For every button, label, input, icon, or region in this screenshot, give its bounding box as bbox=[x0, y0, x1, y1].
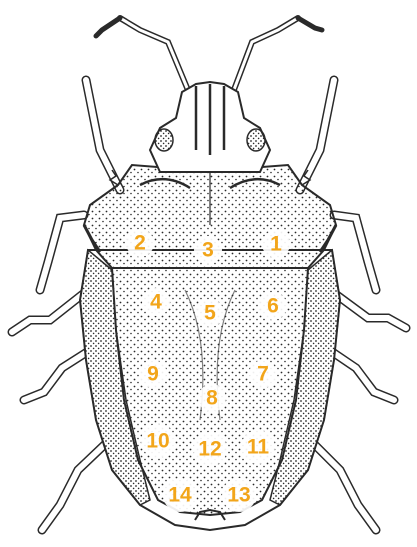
region-marker-label: 2 bbox=[134, 232, 146, 255]
region-marker-8: 8 bbox=[198, 384, 226, 412]
region-marker-7: 7 bbox=[249, 360, 277, 388]
region-marker-2: 2 bbox=[126, 229, 154, 257]
region-marker-label: 7 bbox=[257, 363, 269, 386]
region-marker-label: 4 bbox=[150, 291, 162, 314]
left-antenna bbox=[120, 18, 190, 95]
region-marker-5: 5 bbox=[196, 299, 224, 327]
right-eye bbox=[247, 129, 265, 151]
right-antenna bbox=[232, 18, 298, 95]
region-marker-1: 1 bbox=[262, 230, 290, 258]
region-marker-label: 12 bbox=[198, 438, 221, 461]
region-marker-11: 11 bbox=[241, 430, 275, 464]
region-marker-label: 3 bbox=[202, 239, 214, 262]
region-marker-label: 1 bbox=[270, 233, 282, 256]
left-midleg-inner bbox=[12, 290, 88, 332]
region-marker-4: 4 bbox=[142, 288, 170, 316]
region-marker-label: 10 bbox=[146, 430, 169, 453]
region-marker-label: 14 bbox=[168, 484, 192, 507]
region-marker-12: 12 bbox=[193, 432, 227, 466]
region-marker-label: 13 bbox=[227, 484, 250, 507]
left-upper-leg bbox=[40, 215, 84, 290]
right-antenna-tip bbox=[298, 18, 322, 30]
region-marker-label: 9 bbox=[147, 363, 159, 386]
region-marker-9: 9 bbox=[139, 360, 167, 388]
region-marker-6: 6 bbox=[259, 292, 287, 320]
region-marker-10: 10 bbox=[141, 424, 175, 458]
left-antenna-inner bbox=[120, 18, 190, 95]
region-marker-13: 13 bbox=[222, 478, 256, 512]
left-antenna-tip bbox=[96, 18, 120, 36]
region-marker-label: 6 bbox=[267, 295, 279, 318]
right-antenna-inner bbox=[232, 18, 298, 95]
region-marker-label: 5 bbox=[204, 302, 216, 325]
region-marker-3: 3 bbox=[194, 236, 222, 264]
region-marker-label: 8 bbox=[206, 387, 218, 410]
region-marker-label: 11 bbox=[247, 436, 270, 459]
region-marker-14: 14 bbox=[163, 478, 197, 512]
left-eye bbox=[155, 129, 173, 151]
